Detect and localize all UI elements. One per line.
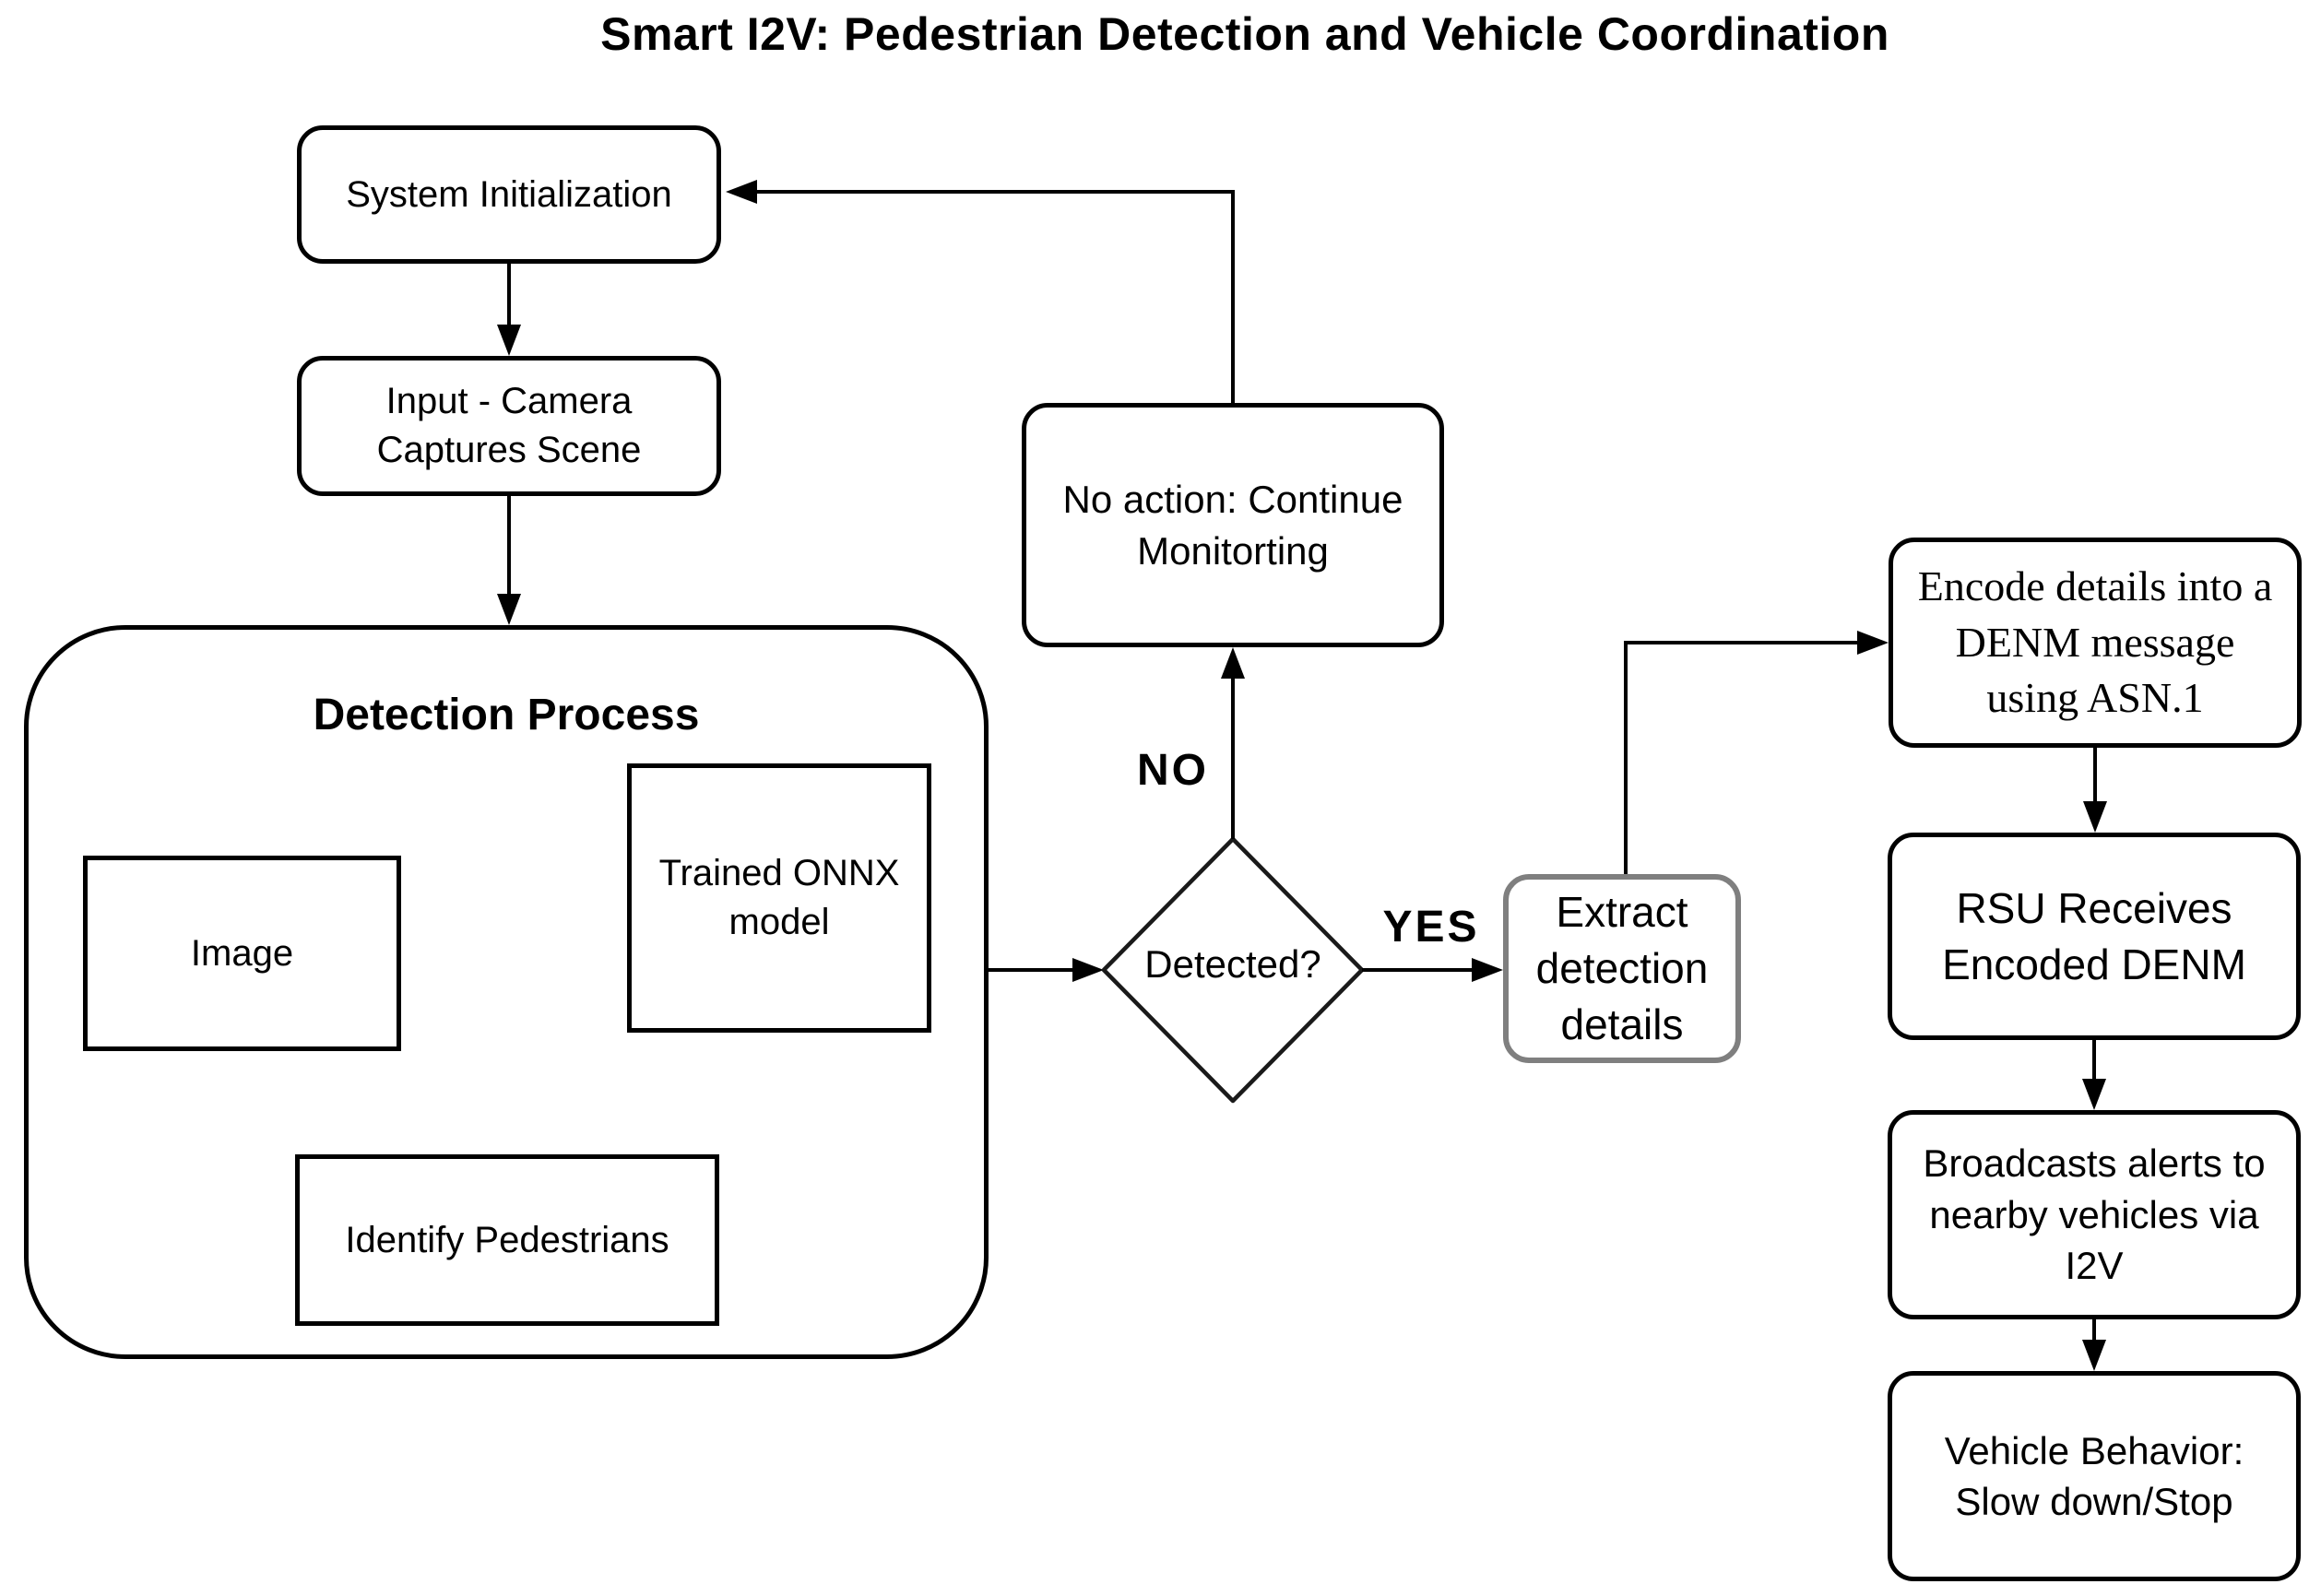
node-system-initialization-label: System Initialization: [346, 173, 672, 215]
edge-label-yes: YES: [1382, 903, 1480, 952]
edge-sysinit-to-input-arrowhead: [497, 325, 521, 356]
edge-broadcast-to-vehicle-arrowhead: [2082, 1340, 2106, 1371]
node-image: Image: [83, 856, 401, 1051]
node-image-label: Image: [190, 932, 294, 974]
edge-extract-to-encode-arrowhead: [1857, 631, 1889, 655]
edge-rsu-to-broadcast-arrowhead: [2082, 1079, 2106, 1110]
node-camera-input: Input - Camera Captures Scene: [297, 356, 721, 496]
node-rsu-receives-denm: RSU Receives Encoded DENM: [1888, 833, 2301, 1040]
diagram-title: Smart I2V: Pedestrian Detection and Vehi…: [600, 8, 1889, 60]
node-trained-onnx-model: Trained ONNX model: [627, 763, 931, 1033]
edge-label-no: NO: [1137, 746, 1209, 795]
node-extract-detection-details-label: Extract detection details: [1535, 888, 1709, 1048]
node-trained-onnx-model-label: Trained ONNX model: [658, 853, 900, 942]
detected-diamond-shape: [1101, 836, 1365, 1104]
node-camera-input-label: Input - Camera Captures Scene: [376, 381, 642, 470]
node-encode-denm-message-label: Encode details into a DENM message using…: [1917, 562, 2273, 722]
node-system-initialization: System Initialization: [297, 125, 721, 264]
node-vehicle-behavior: Vehicle Behavior: Slow down/Stop: [1888, 1371, 2301, 1581]
node-broadcast-alerts: Broadcasts alerts to nearby vehicles via…: [1888, 1110, 2301, 1319]
node-identify-pedestrians-label: Identify Pedestrians: [345, 1219, 669, 1260]
node-extract-detection-details: Extract detection details: [1503, 874, 1741, 1063]
edge-encode-to-rsu-arrowhead: [2083, 801, 2107, 833]
edge-noaction-to-sysinit-line: [735, 190, 1235, 403]
node-identify-pedestrians: Identify Pedestrians: [295, 1154, 719, 1326]
node-no-action-continue-monitoring: No action: Continue Monitorting: [1022, 403, 1444, 647]
node-no-action-label: No action: Continue Monitorting: [1062, 478, 1403, 573]
edge-detection-to-detected-arrowhead: [1072, 958, 1104, 982]
node-encode-denm-message: Encode details into a DENM message using…: [1889, 538, 2302, 748]
node-vehicle-behavior-label: Vehicle Behavior: Slow down/Stop: [1944, 1428, 2244, 1523]
node-broadcast-alerts-label: Broadcasts alerts to nearby vehicles via…: [1923, 1141, 2266, 1288]
edge-noaction-to-sysinit-arrowhead: [726, 180, 757, 204]
edge-input-to-detection-arrowhead: [497, 594, 521, 625]
detection-process-heading: Detection Process: [313, 691, 700, 739]
edge-detected-to-noaction-arrowhead: [1221, 647, 1245, 679]
node-rsu-receives-denm-label: RSU Receives Encoded DENM: [1942, 883, 2246, 988]
edge-detected-to-extract-arrowhead: [1472, 958, 1503, 982]
edge-extract-to-encode-line: [1624, 641, 1879, 874]
detected-decision-label: Detected?: [1144, 942, 1321, 986]
